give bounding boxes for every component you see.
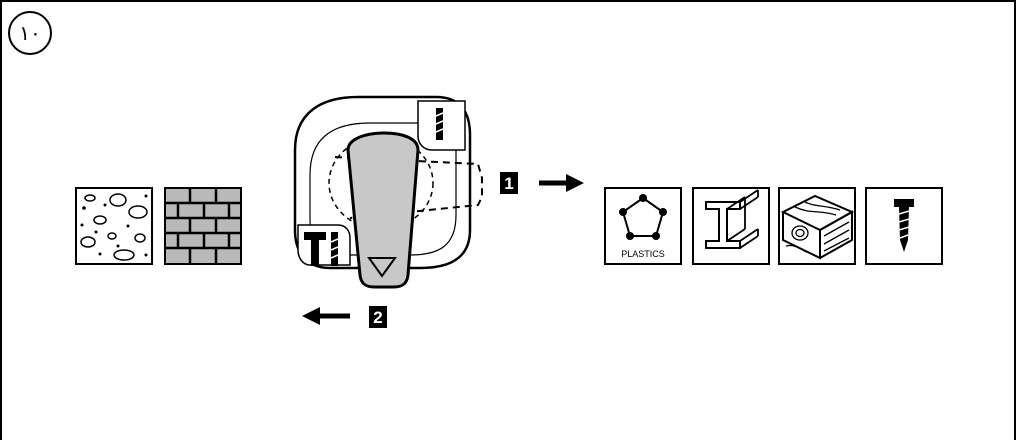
step-number-badge: ١٠	[8, 11, 52, 55]
arrow-right-icon	[539, 174, 584, 192]
mode-selector-diagram: 1 2 PLASTICS	[75, 95, 943, 328]
knob-pointer-icon	[367, 257, 397, 278]
plastics-label: PLASTICS	[621, 249, 665, 259]
callout-1: 1	[500, 172, 584, 194]
plastics-icon: PLASTICS	[604, 187, 682, 265]
callout-2: 2	[302, 306, 387, 328]
callout-1-number: 1	[504, 174, 513, 193]
brick-icon	[164, 187, 242, 265]
wood-icon	[778, 187, 856, 265]
drill-mode-icon	[435, 108, 444, 140]
screw-icon	[865, 187, 943, 265]
steel-beam-icon	[692, 187, 770, 265]
concrete-icon	[75, 187, 153, 265]
arrow-left-icon	[302, 307, 350, 325]
callout-2-number: 2	[373, 308, 382, 327]
hammer-drill-mode-icon	[304, 232, 339, 266]
selector-knob[interactable]	[346, 131, 420, 289]
step-number: ١٠	[19, 21, 41, 45]
